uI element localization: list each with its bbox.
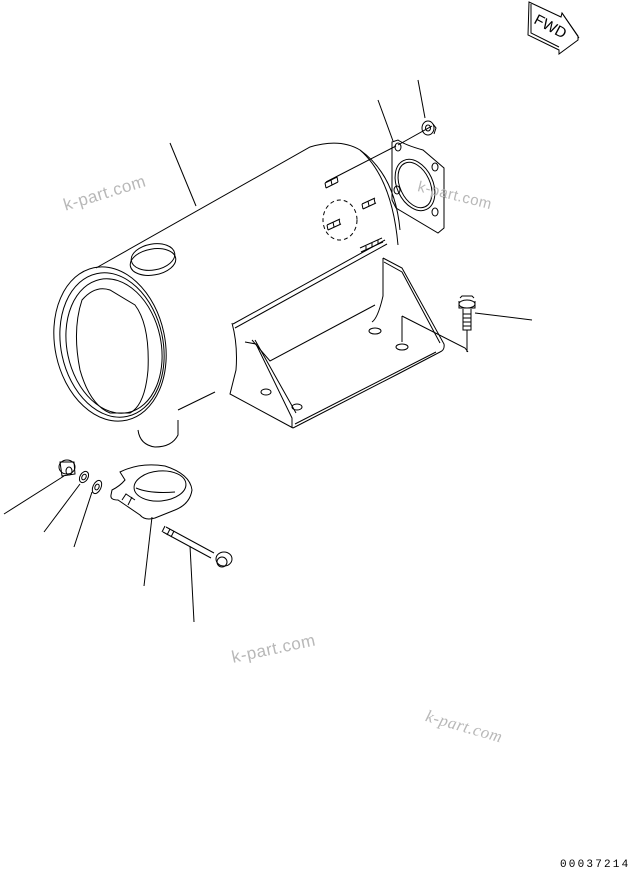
clamp — [110, 464, 193, 520]
gasket — [391, 139, 445, 234]
nut-icon — [58, 459, 76, 477]
clamp-bolt-icon — [161, 525, 233, 568]
fwd-arrow-icon: FWD — [527, 1, 580, 55]
leader-lines — [3, 79, 533, 623]
flat-washer-icon — [91, 479, 103, 495]
mounting-bracket — [229, 257, 469, 429]
muffler — [53, 142, 401, 448]
stud-icon — [324, 176, 384, 253]
nut-icon — [421, 120, 437, 136]
drawing-number: 00037214 — [560, 859, 631, 871]
flange-bolt-icon — [458, 295, 476, 352]
spring-washer-icon — [78, 470, 90, 484]
